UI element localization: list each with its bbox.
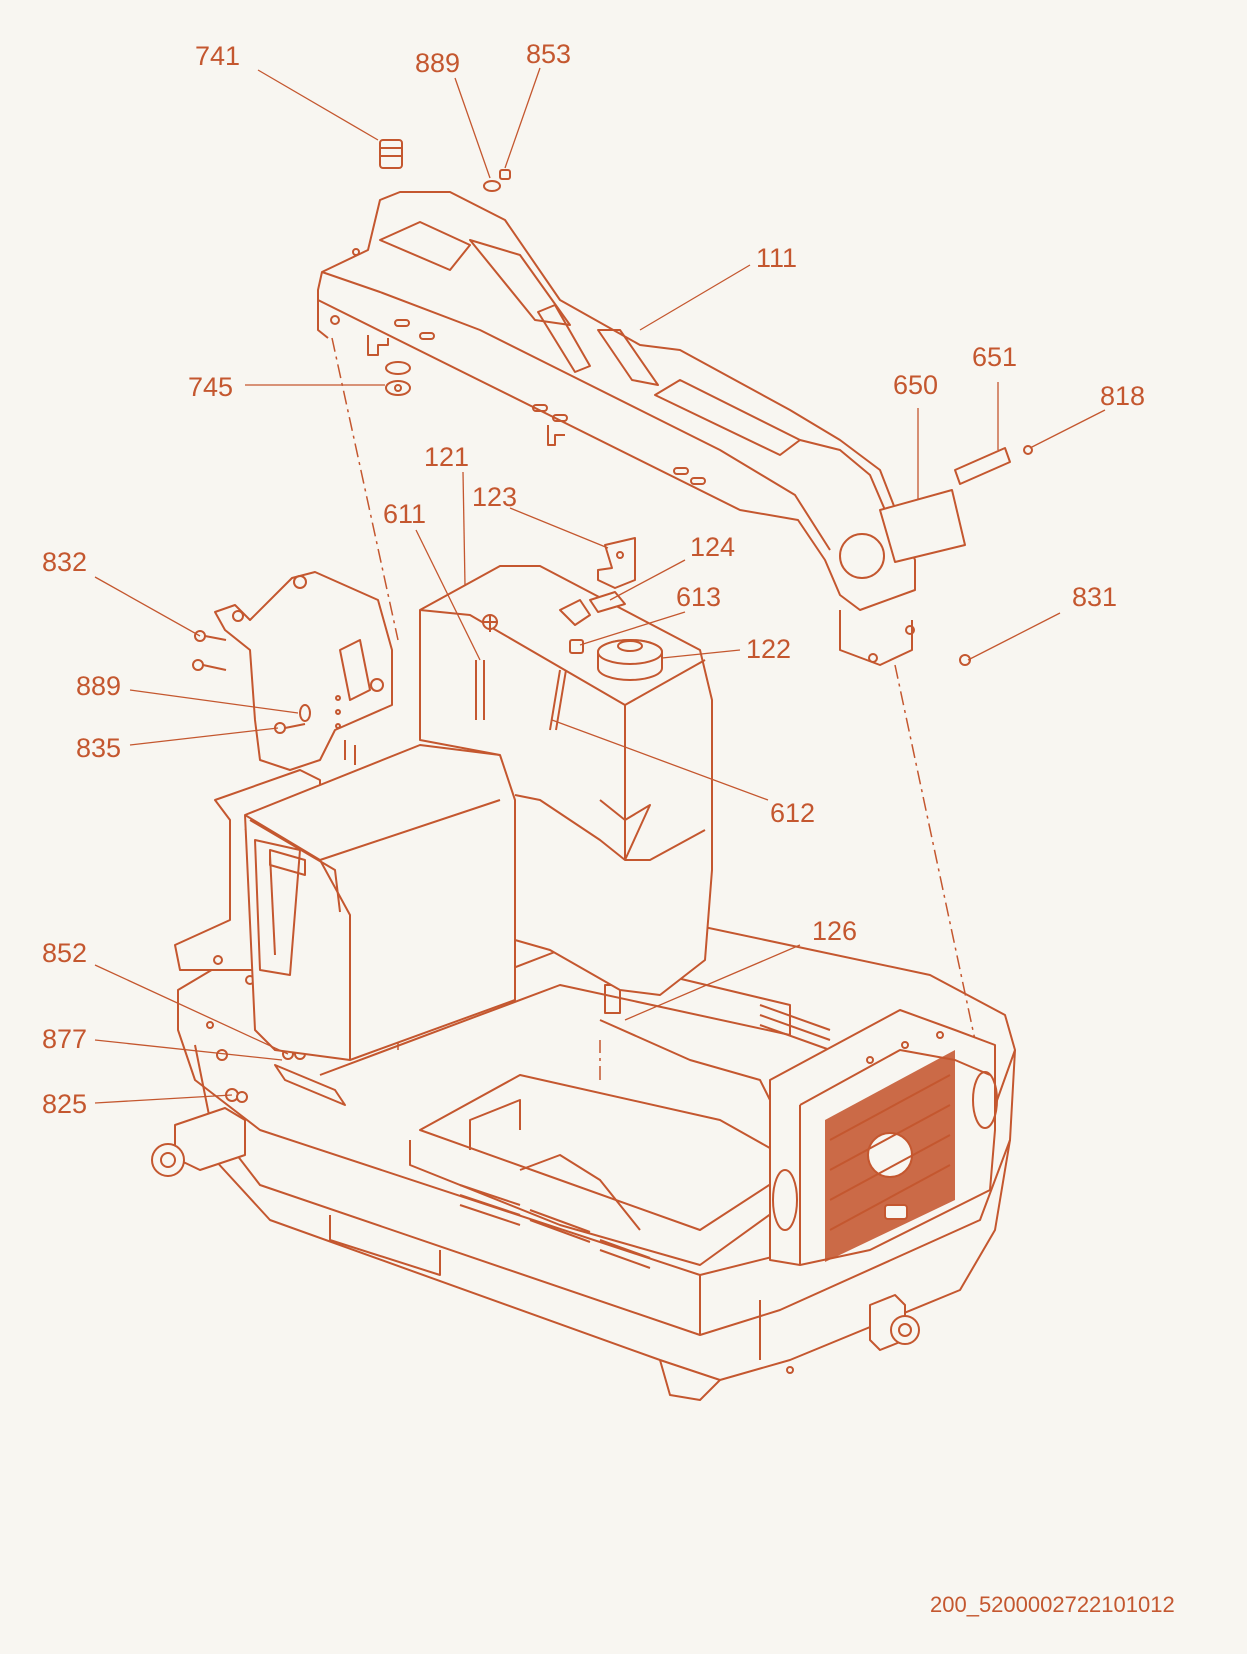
callout-label: 832 (42, 547, 87, 577)
callout-label: 852 (42, 938, 87, 968)
radiator-grille-part (769, 1009, 998, 1266)
callout-label: 853 (526, 39, 571, 69)
callout-label: 123 (472, 482, 517, 512)
callout-label: 611 (383, 499, 426, 529)
frame-beam-part (317, 191, 916, 666)
callout-label: 124 (690, 532, 735, 562)
callout-label: 741 (195, 41, 240, 71)
callout-label: 612 (770, 798, 815, 828)
fittings-top (379, 139, 1033, 666)
callout-label: 122 (746, 634, 791, 664)
callout-label: 745 (188, 372, 233, 402)
callout-label: 831 (1072, 582, 1117, 612)
leader-lines (94, 67, 1106, 1104)
document-id: 200_5200002722101012 (930, 1592, 1175, 1617)
callout-label: 889 (76, 671, 121, 701)
callout-labels: 741 889 853 111 745 651 650 818 121 123 … (42, 39, 1145, 1119)
fuel-tank-part (419, 537, 713, 996)
hydraulic-tank-part (244, 744, 516, 1061)
callout-label: 825 (42, 1089, 87, 1119)
callout-label: 613 (676, 582, 721, 612)
callout-label: 121 (424, 442, 469, 472)
callout-label: 877 (42, 1024, 87, 1054)
callout-label: 111 (756, 243, 797, 273)
callout-label: 835 (76, 733, 121, 763)
callout-label: 126 (812, 916, 857, 946)
callout-label: 818 (1100, 381, 1145, 411)
callout-label: 889 (415, 48, 460, 78)
callout-label: 651 (972, 342, 1017, 372)
callout-label: 650 (893, 370, 938, 400)
